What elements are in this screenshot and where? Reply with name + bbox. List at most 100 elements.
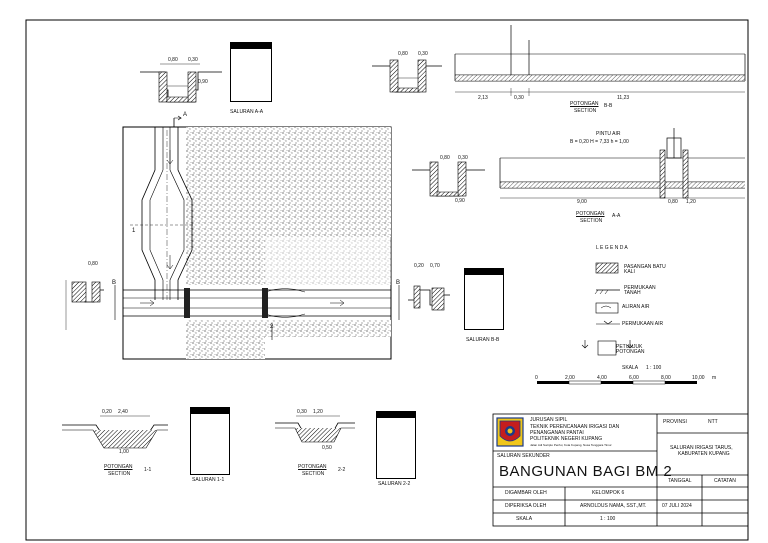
diperiksa-value: ARNOLDUS NAMA, SST.,MT. xyxy=(580,503,647,509)
title-block-frame xyxy=(492,413,749,527)
1-1-dim-3: 1,00 xyxy=(119,449,129,455)
1-1-dim-2: 2,40 xyxy=(118,409,128,415)
b-b-hydraulic-table xyxy=(464,268,504,330)
pintu-air-label: PINTU AIR xyxy=(596,131,621,137)
longitudinal-b-b xyxy=(454,25,746,96)
2-2-dim-2: 1,20 xyxy=(313,409,323,415)
plan-marker-1: 1 xyxy=(132,228,136,234)
scale-tick-6: 6,00 xyxy=(629,375,639,381)
left-dim: 0,80 xyxy=(88,261,98,267)
section-mid-right xyxy=(412,161,485,197)
a-a-section: SECTION xyxy=(580,218,603,224)
institution-line-2: TEKNIK PERENCANAAN IRIGASI DAN xyxy=(530,424,620,430)
a-a-gate-dim-2: 1,20 xyxy=(686,199,696,205)
section-a-a xyxy=(140,63,222,103)
saluran-a-a-label: SALURAN A-A xyxy=(230,109,264,115)
legend-title: L E G E N D A xyxy=(596,245,628,251)
section-b-b xyxy=(408,285,450,311)
plan-marker-a: A xyxy=(183,112,188,118)
skala-value: 1 : 100 xyxy=(600,516,616,522)
a-a-gate-dim-1: 0,80 xyxy=(668,199,678,205)
2-2-suffix: 2-2 xyxy=(338,467,346,473)
2-2-section: SECTION xyxy=(302,471,325,477)
tanggal-value: 07 JULI 2024 xyxy=(662,503,692,509)
sheet-border xyxy=(25,19,749,541)
saluran-b-b-label: SALURAN B-B xyxy=(466,337,500,343)
legend-symbols xyxy=(581,262,634,356)
2-2-dim-1: 0,30 xyxy=(297,409,307,415)
2-2-potongan: POTONGAN xyxy=(298,464,327,470)
scale-tick-4: 4,00 xyxy=(597,375,607,381)
1-1-potongan: POTONGAN xyxy=(104,464,133,470)
legend-item-petunjuk: PETUNJUK POTONGAN xyxy=(616,344,645,355)
b-b-span-2: 0,30 xyxy=(514,95,524,101)
digambar-label: DIGAMBAR OLEH xyxy=(505,490,547,496)
a-a-hydraulic-table xyxy=(230,42,272,102)
section-left xyxy=(65,280,104,330)
digambar-value: KELOMPOK 6 xyxy=(592,490,625,496)
saluran-1-1-label: SALURAN 1-1 xyxy=(192,477,225,483)
2-2-hydraulic-table xyxy=(376,411,416,479)
b-b-dim-1: 0,20 xyxy=(414,263,424,269)
institution-line-3: PENANGANAN PANTAI xyxy=(530,430,584,436)
institution-line-1: JURUSAN SIPIL xyxy=(530,417,568,423)
top-mid-dim-1: 0,80 xyxy=(398,51,408,57)
diperiksa-label: DIPERIKSA OLEH xyxy=(505,503,547,509)
scale-value: 1 : 100 xyxy=(646,365,662,371)
legend-item-permukaan-air: PERMUKAAN AIR xyxy=(622,321,664,327)
a-a-suffix: A-A xyxy=(612,213,621,219)
legend-item-batu: PASANGAN BATU KALI xyxy=(624,264,666,275)
provinsi-label: PROVINSI xyxy=(663,419,687,425)
pintu-air-values: B = 0,20 H = 7,33 h = 1,00 xyxy=(570,139,629,145)
scale-label: SKALA xyxy=(622,365,639,371)
institution-address: Jalan Adi Sucipto Penfui, Kota Kupang, N… xyxy=(530,443,612,447)
scale-tick-10: 10,00 xyxy=(692,375,705,381)
longitudinal-a-a xyxy=(499,128,745,199)
b-b-dim-2: 0,70 xyxy=(430,263,440,269)
plan-marker-2: 2 xyxy=(270,324,274,330)
a-a-dim-3: 0,90 xyxy=(198,79,208,85)
institution-logo xyxy=(496,417,524,447)
b-b-potongan: POTONGAN xyxy=(570,101,599,107)
a-a-dim-1: 0,80 xyxy=(168,57,178,63)
mid-right-dim-1: 0,80 xyxy=(440,155,450,161)
scale-tick-2: 2,00 xyxy=(565,375,575,381)
section-2-2 xyxy=(275,415,355,443)
scale-unit: m xyxy=(712,375,717,381)
plan-marker-b-left: B xyxy=(112,280,117,286)
skala-label: SKALA xyxy=(516,516,533,522)
b-b-suffix: B-B xyxy=(604,103,613,109)
drawing-title: BANGUNAN BAGI BM 2 xyxy=(499,463,673,480)
1-1-dim-1: 0,20 xyxy=(102,409,112,415)
scale-tick-8: 8,00 xyxy=(661,375,671,381)
catatan-label: CATATAN xyxy=(714,478,736,484)
a-a-dim-2: 0,30 xyxy=(188,57,198,63)
plan-marker-b-right: B xyxy=(396,280,401,286)
institution-line-4: POLITEKNIK NEGERI KUPANG xyxy=(530,436,603,442)
provinsi-value: NTT xyxy=(708,419,718,425)
1-1-suffix: 1-1 xyxy=(144,467,152,473)
scale-tick-0: 0 xyxy=(535,375,538,381)
mid-right-bottom-1: 0,90 xyxy=(455,198,465,204)
tanggal-label: TANGGAL xyxy=(668,478,692,484)
scale-bar xyxy=(537,380,697,385)
drawing-subtitle: SALURAN SEKUNDER xyxy=(497,453,550,459)
project-line-2: KABUPATEN KUPANG xyxy=(678,451,730,457)
1-1-hydraulic-table xyxy=(190,407,230,475)
project-line-1: SALURAN IRIGASI TARUS, xyxy=(670,445,733,451)
legend-item-aliran: ALIRAN AIR xyxy=(622,304,650,310)
a-a-span: 9,00 xyxy=(577,199,587,205)
mid-right-dim-2: 0,30 xyxy=(458,155,468,161)
section-top-mid xyxy=(372,59,442,93)
section-1-1 xyxy=(62,415,168,449)
1-1-section: SECTION xyxy=(108,471,131,477)
a-a-potongan: POTONGAN xyxy=(576,211,605,217)
saluran-2-2-label: SALURAN 2-2 xyxy=(378,481,411,487)
top-mid-dim-2: 0,30 xyxy=(418,51,428,57)
plan-view xyxy=(114,115,400,360)
legend-item-tanah: PERMUKAAN TANAH xyxy=(624,285,656,296)
b-b-span-1: 2,13 xyxy=(478,95,488,101)
2-2-dim-3: 0,50 xyxy=(322,445,332,451)
b-b-span-3: 11,23 xyxy=(617,95,630,101)
